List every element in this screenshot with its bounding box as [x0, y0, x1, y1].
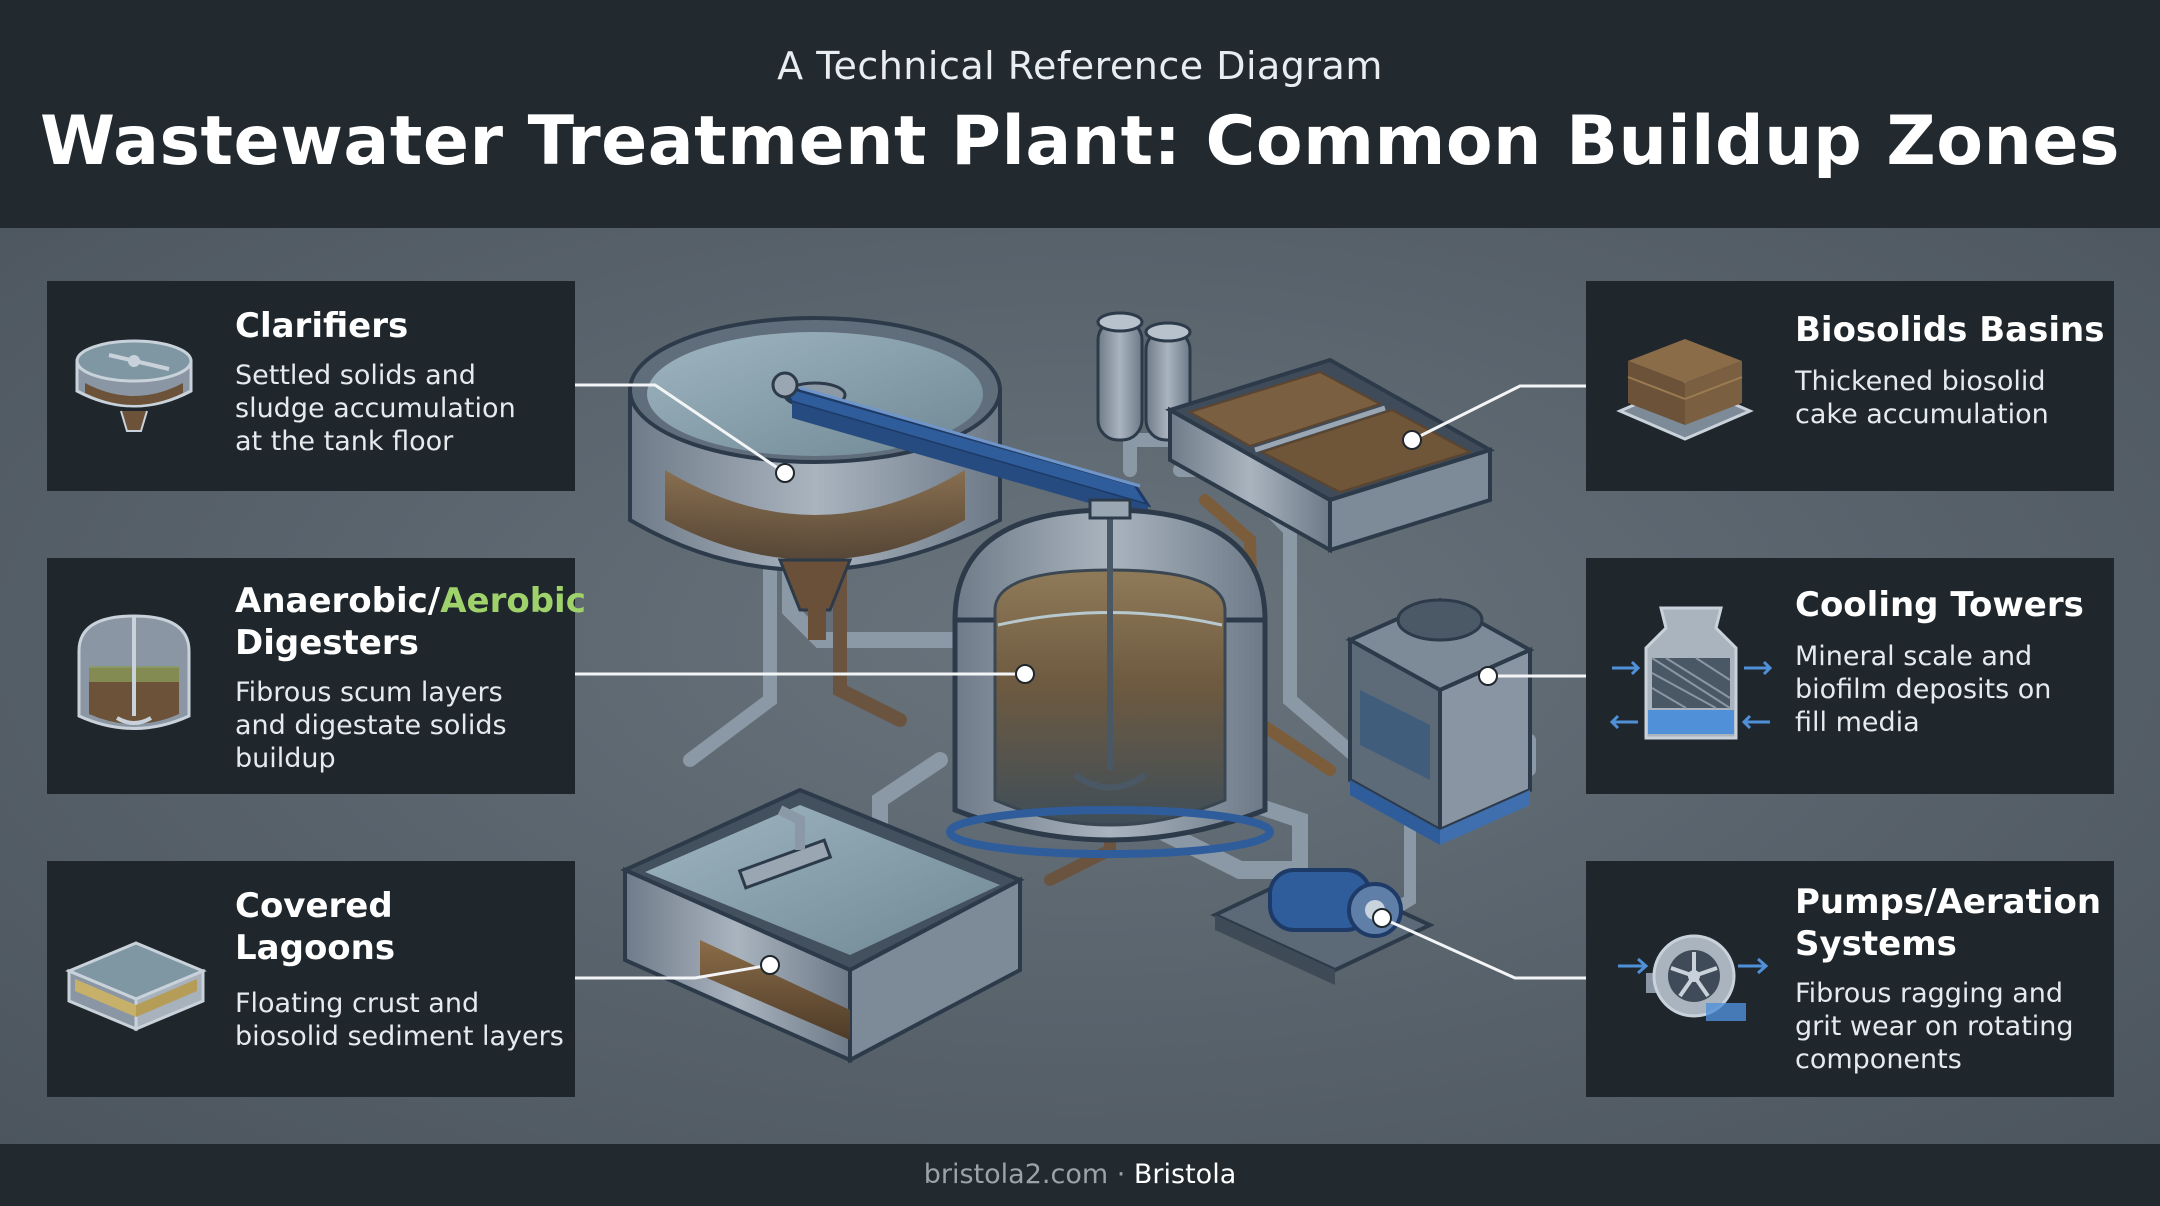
- lagoon-icon: [65, 941, 207, 1032]
- header: A Technical Reference Diagram Wastewater…: [0, 0, 2160, 228]
- card-description: Fibrous ragging and grit wear on rotatin…: [1795, 978, 2074, 1075]
- card-title-aerobic: Aerobic: [440, 581, 586, 621]
- card-title: Anaerobic/Aerobic: [235, 580, 586, 622]
- card-digesters: Anaerobic/Aerobic Digesters Fibrous scum…: [47, 558, 586, 794]
- footer-separator: ·: [1108, 1159, 1134, 1190]
- footer: bristola2.com · Bristola: [0, 1144, 2160, 1206]
- card-description: Floating crust and biosolid sediment lay…: [235, 988, 564, 1052]
- card-biosolids: Biosolids Basins Thickened biosolid cake…: [1586, 281, 2114, 491]
- pump-impeller-icon: [1618, 934, 1769, 1021]
- card-title-pumps-aeration: Pumps/Aeration: [1795, 882, 2102, 922]
- footer-domain-link[interactable]: bristola2.com: [923, 1159, 1109, 1190]
- card-cooling: Cooling Towers Mineral scale and biofilm…: [1586, 558, 2114, 794]
- card-description: Thickened biosolid cake accumulation: [1795, 366, 2049, 430]
- card-description: Mineral scale and biofilm deposits on fi…: [1795, 641, 2052, 738]
- biosolids-cake-icon: [1616, 339, 1754, 441]
- card-description: Settled solids and sludge accumulation a…: [235, 360, 516, 457]
- card-lagoons: Covered Lagoons Floating crust and bioso…: [47, 861, 575, 1097]
- page-subtitle: A Technical Reference Diagram: [777, 44, 1383, 88]
- card-title: Biosolids Basins: [1795, 310, 2105, 350]
- cooling-tower-icon: [1609, 606, 1773, 740]
- card-title-lagoons: Lagoons: [235, 928, 396, 968]
- card-title: Clarifiers: [235, 306, 409, 346]
- card-title-anaerobic: Anaerobic/: [235, 581, 441, 621]
- footer-brand: Bristola: [1133, 1159, 1237, 1190]
- page-title: Wastewater Treatment Plant: Common Build…: [40, 102, 2120, 181]
- card-title: Cooling Towers: [1795, 585, 2084, 625]
- card-clarifiers: Clarifiers Settled solids and sludge acc…: [47, 281, 575, 491]
- clarifier-icon: [75, 339, 193, 432]
- card-title-covered: Covered: [235, 886, 393, 926]
- card-description: Fibrous scum layers and digestate solids…: [235, 677, 507, 774]
- digester-icon: [77, 614, 191, 730]
- card-title-systems: Systems: [1795, 924, 1957, 964]
- card-title-digesters: Digesters: [235, 623, 419, 663]
- card-pumps: Pumps/Aeration Systems Fibrous ragging a…: [1586, 861, 2114, 1097]
